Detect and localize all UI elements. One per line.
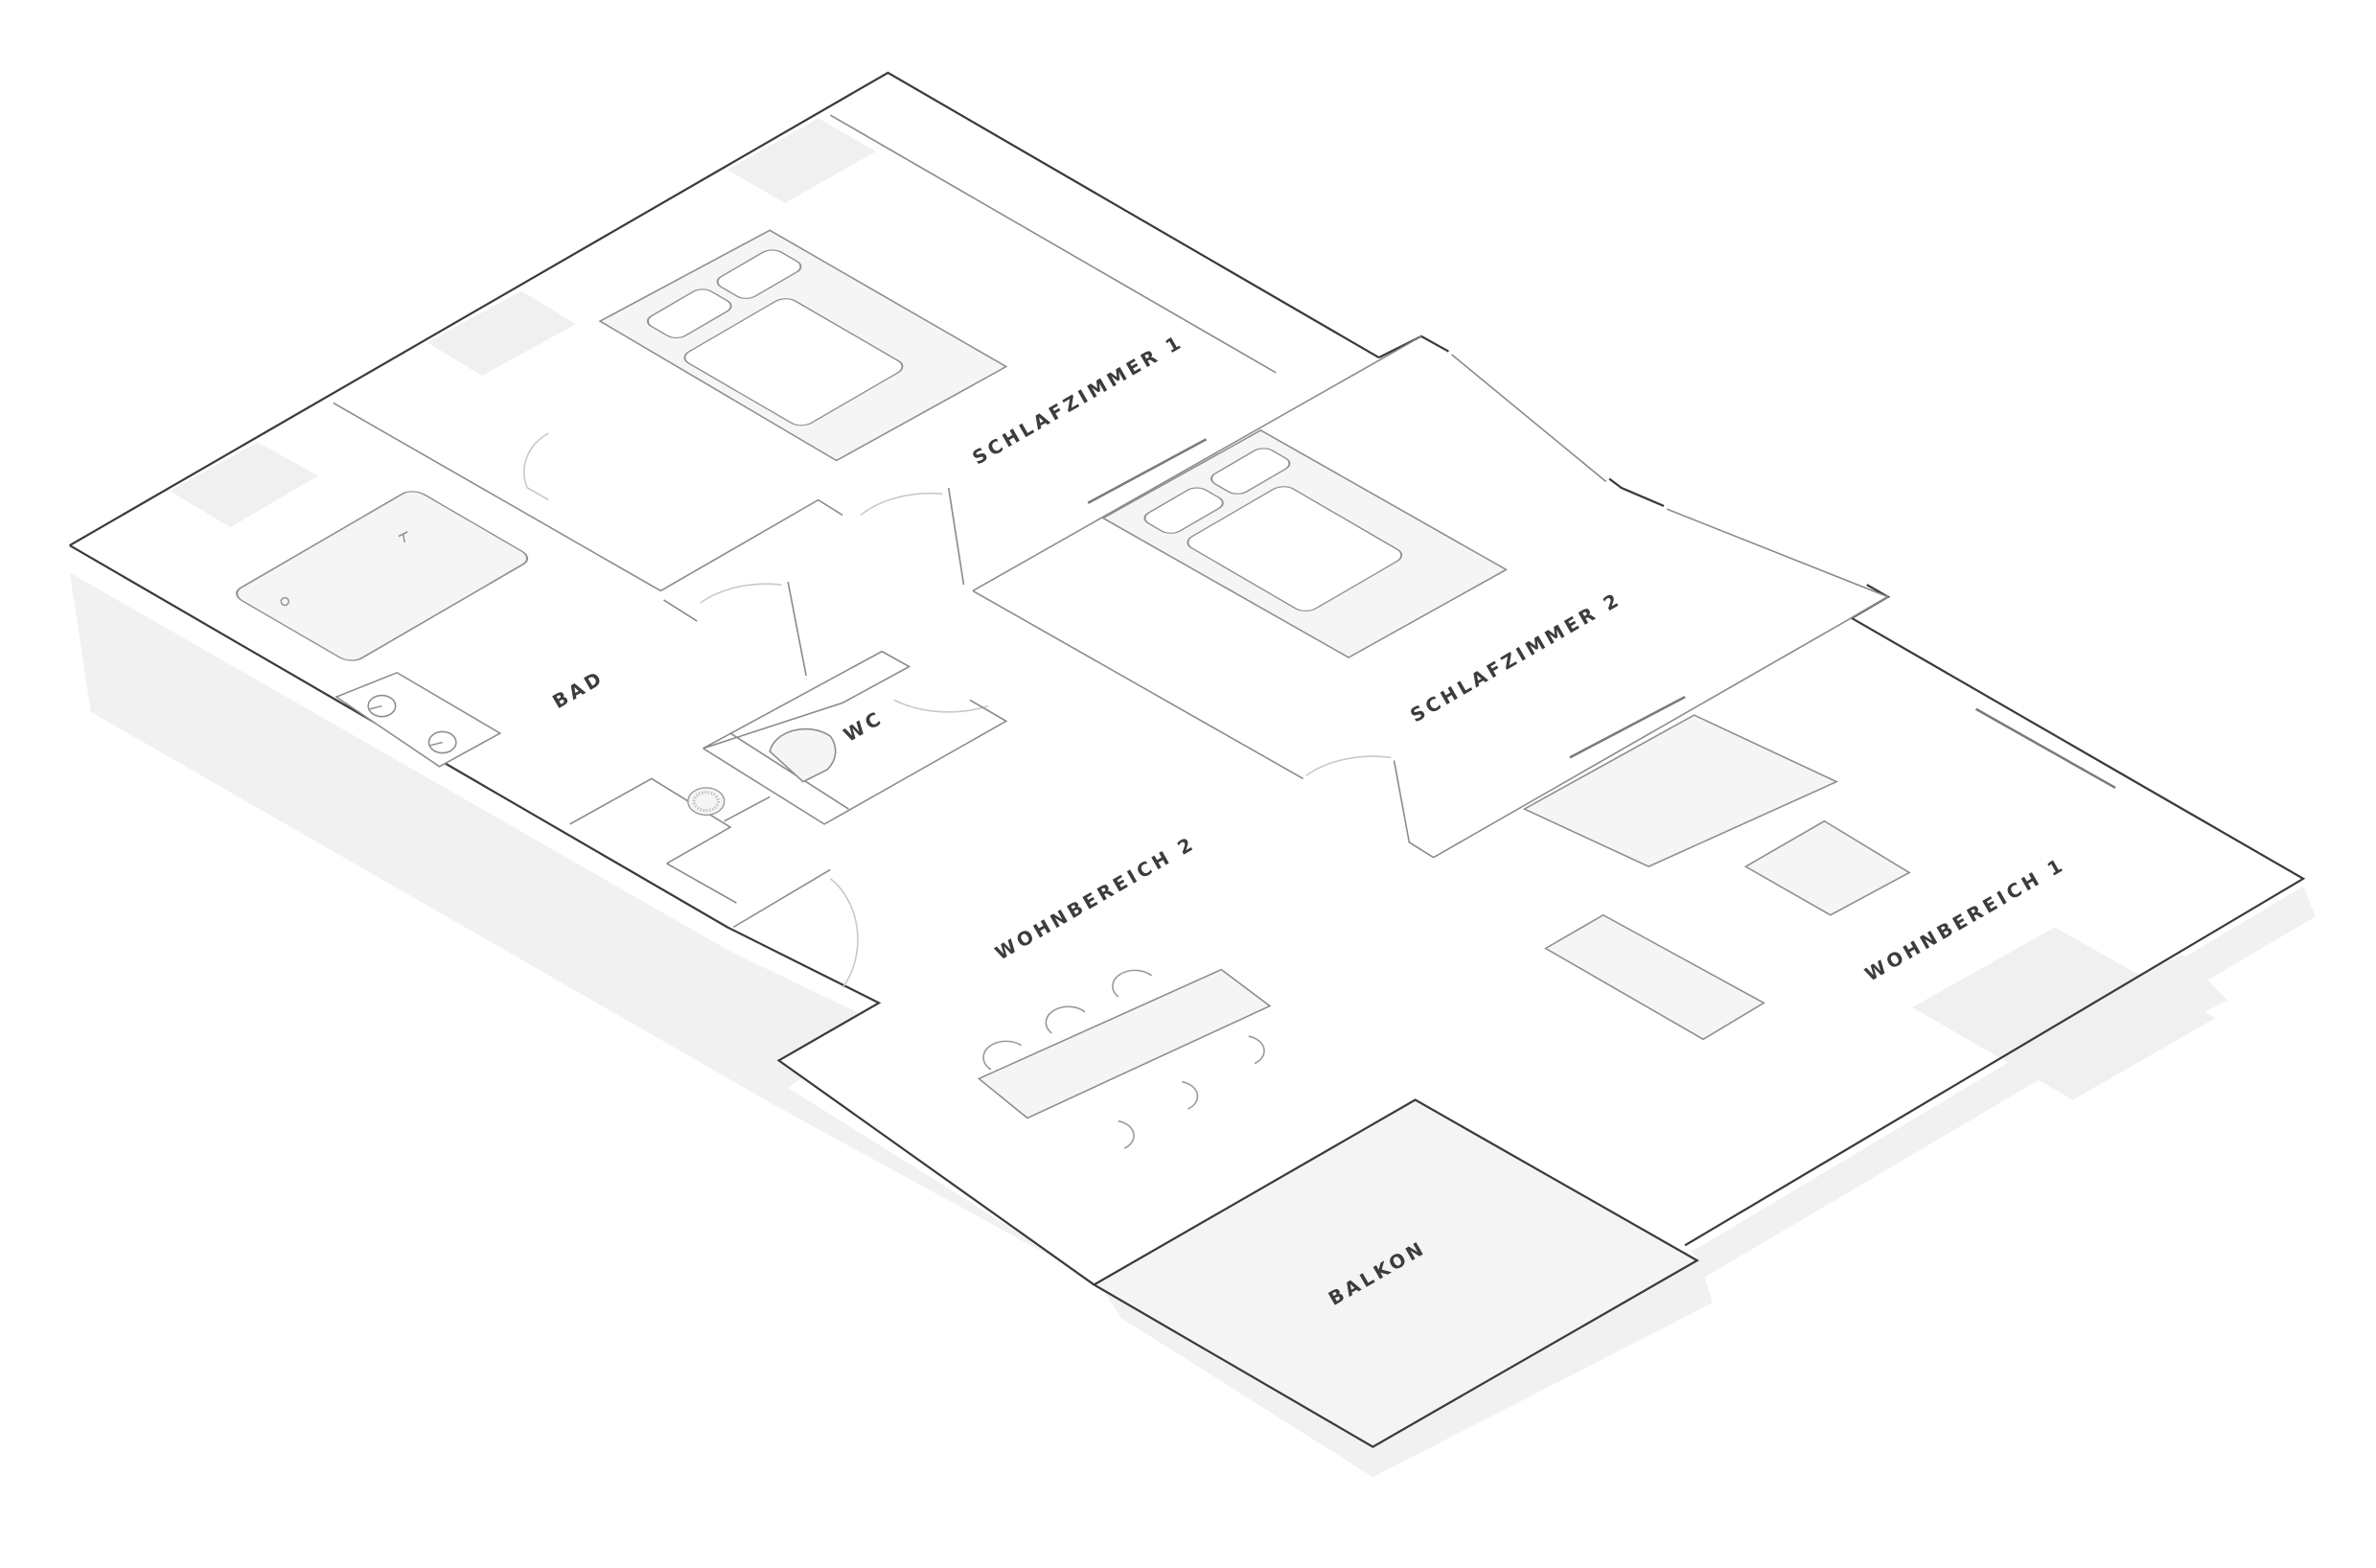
- toilet: [769, 727, 837, 783]
- balkon: [1092, 1098, 1699, 1448]
- coffee-table: [1743, 819, 1911, 916]
- sliding-door-schlafzimmer-2: [1569, 695, 1686, 759]
- double-bed-schlafzimmer-1: [598, 229, 1008, 462]
- door-arc-entrance: [829, 878, 859, 989]
- shower-drain: [687, 787, 726, 817]
- wohnbereich-1-furniture: [1522, 714, 1911, 1041]
- sofa: [1522, 714, 1839, 868]
- dining-table-6-chairs: [977, 968, 1272, 1149]
- sideboard: [1544, 913, 1765, 1041]
- schlafzimmer-2-walls: [972, 335, 2116, 859]
- door-arc-bad: [699, 583, 782, 604]
- wc-room: [703, 650, 1008, 825]
- windows: [170, 118, 2216, 1100]
- window-schlafzimmer-1-a: [727, 118, 876, 203]
- sliding-door-schlafzimmer-1: [1087, 438, 1208, 504]
- door-arc-hall: [860, 492, 943, 517]
- double-bed-schlafzimmer-2: [1101, 429, 1509, 658]
- floor-area: [69, 72, 2304, 1447]
- door-swings: [523, 432, 1392, 989]
- door-arc-wc: [893, 699, 989, 713]
- door-arc-schlafzimmer-1: [523, 432, 549, 501]
- window-bad: [170, 442, 319, 528]
- double-sink: [334, 671, 502, 768]
- bathtub: [236, 491, 529, 661]
- door-arc-schlafzimmer-2: [1305, 755, 1392, 776]
- window-schlafzimmer-1-b: [427, 290, 576, 377]
- window-wohnbereich-1: [1912, 927, 2216, 1100]
- wall-cabinet-wohnbereich-1: [1974, 707, 2116, 790]
